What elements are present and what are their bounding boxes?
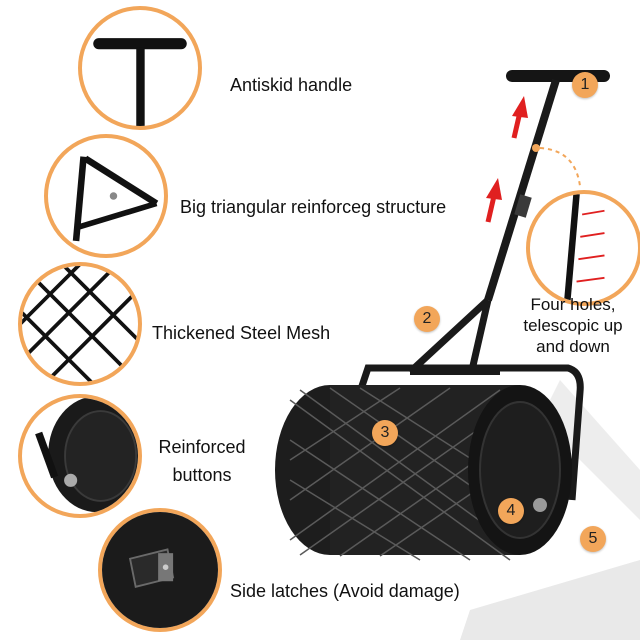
triangle-structure-icon (72, 155, 159, 242)
handle-detail-icon (93, 38, 187, 126)
handle-label: Antiskid handle (230, 75, 353, 95)
mesh-detail-circle (18, 262, 142, 386)
badge-2: 2 (414, 306, 440, 332)
buttons-label: Reinforced buttons (150, 436, 254, 486)
buttons-label-line2: buttons (172, 465, 232, 485)
latches-detail-circle (98, 508, 222, 632)
side-latch-icon (102, 512, 218, 628)
handle-detail-circle (78, 6, 202, 130)
holes-note-line1: Four holes, (530, 295, 616, 314)
buttons-label-line1: Reinforced (158, 437, 246, 457)
triangle-detail-circle (44, 134, 168, 258)
badge-3: 3 (372, 420, 398, 446)
latches-label: Side latches (Avoid damage) (230, 581, 460, 601)
holes-detail-circle (526, 190, 640, 306)
holes-note-line3: and down (536, 337, 610, 356)
badge-1: 1 (572, 72, 598, 98)
triangle-label: Big triangular reinforceg structure (180, 197, 447, 217)
steel-mesh-icon (22, 266, 138, 382)
mesh-label: Thickened Steel Mesh (152, 323, 331, 343)
reinforced-button-icon (35, 398, 138, 513)
badge-5: 5 (580, 526, 606, 552)
buttons-detail-circle (18, 394, 142, 518)
holes-note-line2: telescopic up (523, 316, 623, 335)
telescopic-holes-icon (563, 194, 605, 302)
holes-note: Four holes, telescopic up and down (510, 294, 636, 357)
badge-4: 4 (498, 498, 524, 524)
